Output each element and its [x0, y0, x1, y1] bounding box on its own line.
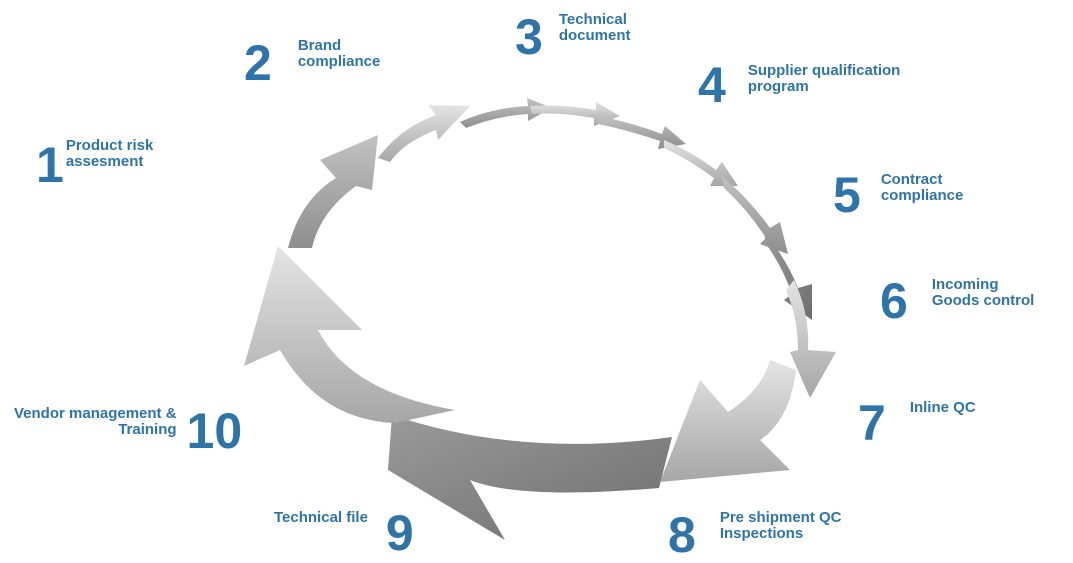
step-number-4: 4 [698, 57, 726, 113]
step-8: 8 Pre shipment QC Inspections [668, 507, 842, 563]
step-label-9: Technical file [274, 509, 368, 526]
arrow-segment-right-1 [722, 176, 788, 254]
step-9: Technical file 9 [274, 508, 414, 558]
step-label-3: Technical document [558, 11, 631, 44]
step-label-2: Brand compliance [297, 37, 381, 70]
arrow-segment-left [244, 246, 455, 423]
arrow-segment-top-2 [460, 98, 552, 128]
arrow-segment-bottom [388, 415, 672, 540]
step-label-7: Inline QC [909, 399, 976, 416]
arrow-segment-top-3 [530, 102, 620, 126]
step-label-8: Pre shipment QC Inspections [719, 509, 842, 542]
step-label-10: Vendor management & Training [14, 405, 177, 438]
arrow-segment-upper-left [288, 135, 378, 248]
step-4: 4 Supplier qualification program [698, 60, 900, 110]
step-label-5: Contract compliance [880, 171, 964, 204]
step-label-4: Supplier qualification program [747, 62, 901, 95]
step-number-1: 1 [36, 137, 64, 193]
step-10: Vendor management & Training 10 [14, 403, 243, 459]
step-number-10: 10 [186, 403, 243, 459]
step-label-6: Incoming Goods control [931, 276, 1035, 309]
step-number-5: 5 [833, 167, 861, 223]
step-number-6: 6 [880, 273, 908, 329]
step-number-2: 2 [244, 35, 272, 91]
arrow-segment-right-2 [764, 232, 812, 320]
arrow-segment-right-3 [786, 280, 836, 398]
step-5: 5 Contract compliance [833, 170, 963, 220]
step-number-8: 8 [668, 507, 696, 563]
step-3: 3 Technical document [515, 9, 631, 65]
arrow-segment-top-1 [378, 105, 470, 162]
step-6: 6 Incoming Goods control [880, 276, 1034, 326]
step-1: 1 Product risk assesment [36, 137, 154, 193]
step-number-7: 7 [858, 395, 886, 451]
step-label-1: Product risk assesment [65, 137, 154, 170]
step-number-9: 9 [385, 505, 414, 561]
step-7: 7 Inline QC [858, 398, 976, 448]
arrow-segment-top-right-2 [664, 140, 738, 186]
arrow-segment-lower-right [660, 360, 796, 482]
step-number-3: 3 [515, 9, 543, 65]
step-2: 2 Brand compliance [244, 35, 381, 91]
